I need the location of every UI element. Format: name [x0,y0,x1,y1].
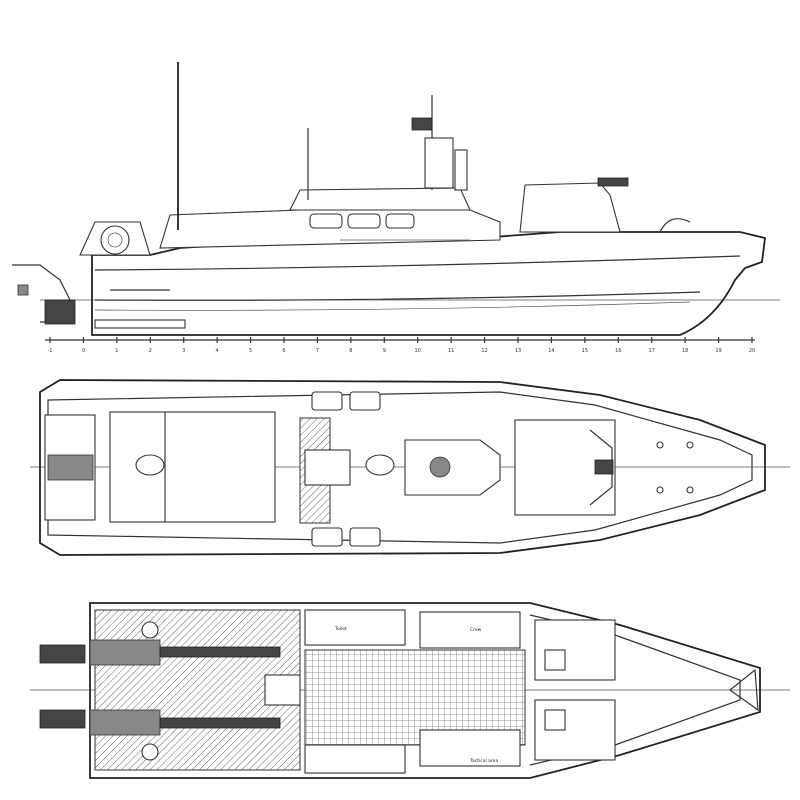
deck-inner [47,391,753,544]
window-1 [309,213,343,229]
center-console [304,449,351,486]
deck-outline [39,379,766,556]
scale-tick-label: 7 [316,348,319,354]
scale-tick-label: -1 [48,348,53,354]
scale-tick-label: 14 [548,348,554,354]
lower-hull-outline [89,602,761,779]
boot-stripe [94,319,186,329]
scale-tick-label: 4 [216,348,219,354]
scale-tick-label: 15 [582,348,588,354]
seat-bay-1 [311,391,343,411]
scale-tick-label: 12 [481,348,487,354]
troop-deck [304,649,526,746]
fwd-seat-stbd [544,709,566,731]
gearbox [264,674,301,706]
waterjet-port [39,644,86,664]
radar-dome [411,117,433,131]
bollard-4 [686,486,694,494]
seat-bay-2 [349,391,381,411]
helm-seat [429,456,451,478]
lower-deck-view: Crew Tactical area Toilet [30,602,790,779]
sensor-tower [424,137,454,189]
scale-tick-label: 6 [282,348,285,354]
bow-stem [729,668,759,712]
bridge-upper [289,187,471,211]
scale-tick-label: 10 [415,348,421,354]
forward-weapon [597,177,629,187]
bollard-1 [656,441,664,449]
chine-line-lower [94,301,691,311]
helm-station [404,439,501,496]
window-3 [385,213,415,229]
seat-bay-3 [311,527,343,547]
bollard-2 [686,441,694,449]
window-2 [347,213,381,229]
scale-tick-label: 8 [349,348,352,354]
crew-bunks-stbd [419,729,521,767]
chine-line [94,291,701,301]
engine-port [89,639,161,666]
scale-tick-label: 1 [115,348,118,354]
scale-tick-label: 3 [182,348,185,354]
scale-tick-label: 20 [749,348,755,354]
scale-tick-label: 5 [249,348,252,354]
deck-hatch-aft [135,454,165,476]
shaft-stbd [159,717,281,729]
scale-tick-label: 19 [715,348,721,354]
storage-stbd [304,744,406,774]
toilet-room [304,609,406,646]
fwd-seat-port [544,649,566,671]
label-toilet: Toilet [334,626,347,632]
scale-tick-label: 9 [383,348,386,354]
bollard-3 [656,486,664,494]
aft-machinery [47,454,94,481]
label-tactical: Tactical area [469,758,498,764]
tank-2 [141,743,159,761]
scale-tick-label: 16 [615,348,621,354]
scale-tick-label: 17 [649,348,655,354]
engine-stbd [89,709,161,736]
scale-tick-label: 13 [515,348,521,354]
seat-bay-4 [349,527,381,547]
waterjet-stbd [39,709,86,729]
scale-tick-label: 18 [682,348,688,354]
mast-support [454,149,468,191]
deck-plan-view [30,379,790,556]
forward-mount [594,459,614,475]
sheer-line [94,255,741,271]
aft-reel-inner [107,232,123,248]
engine-hatch-center [164,411,276,523]
bow-rail [659,218,691,233]
scale-tick-label: 2 [149,348,152,354]
aft-reel [100,225,130,255]
label-crew: Crew [470,627,482,633]
shaft-port [159,646,281,658]
deck-hatch-fwd [365,454,395,476]
waterjet-housing [44,299,76,325]
aft-fitting [17,284,29,296]
forward-station [519,182,621,233]
crew-bunks-port [419,611,521,649]
tank-1 [141,621,159,639]
scale-tick-label: 0 [82,348,85,354]
scale-tick-label: 11 [448,348,454,354]
